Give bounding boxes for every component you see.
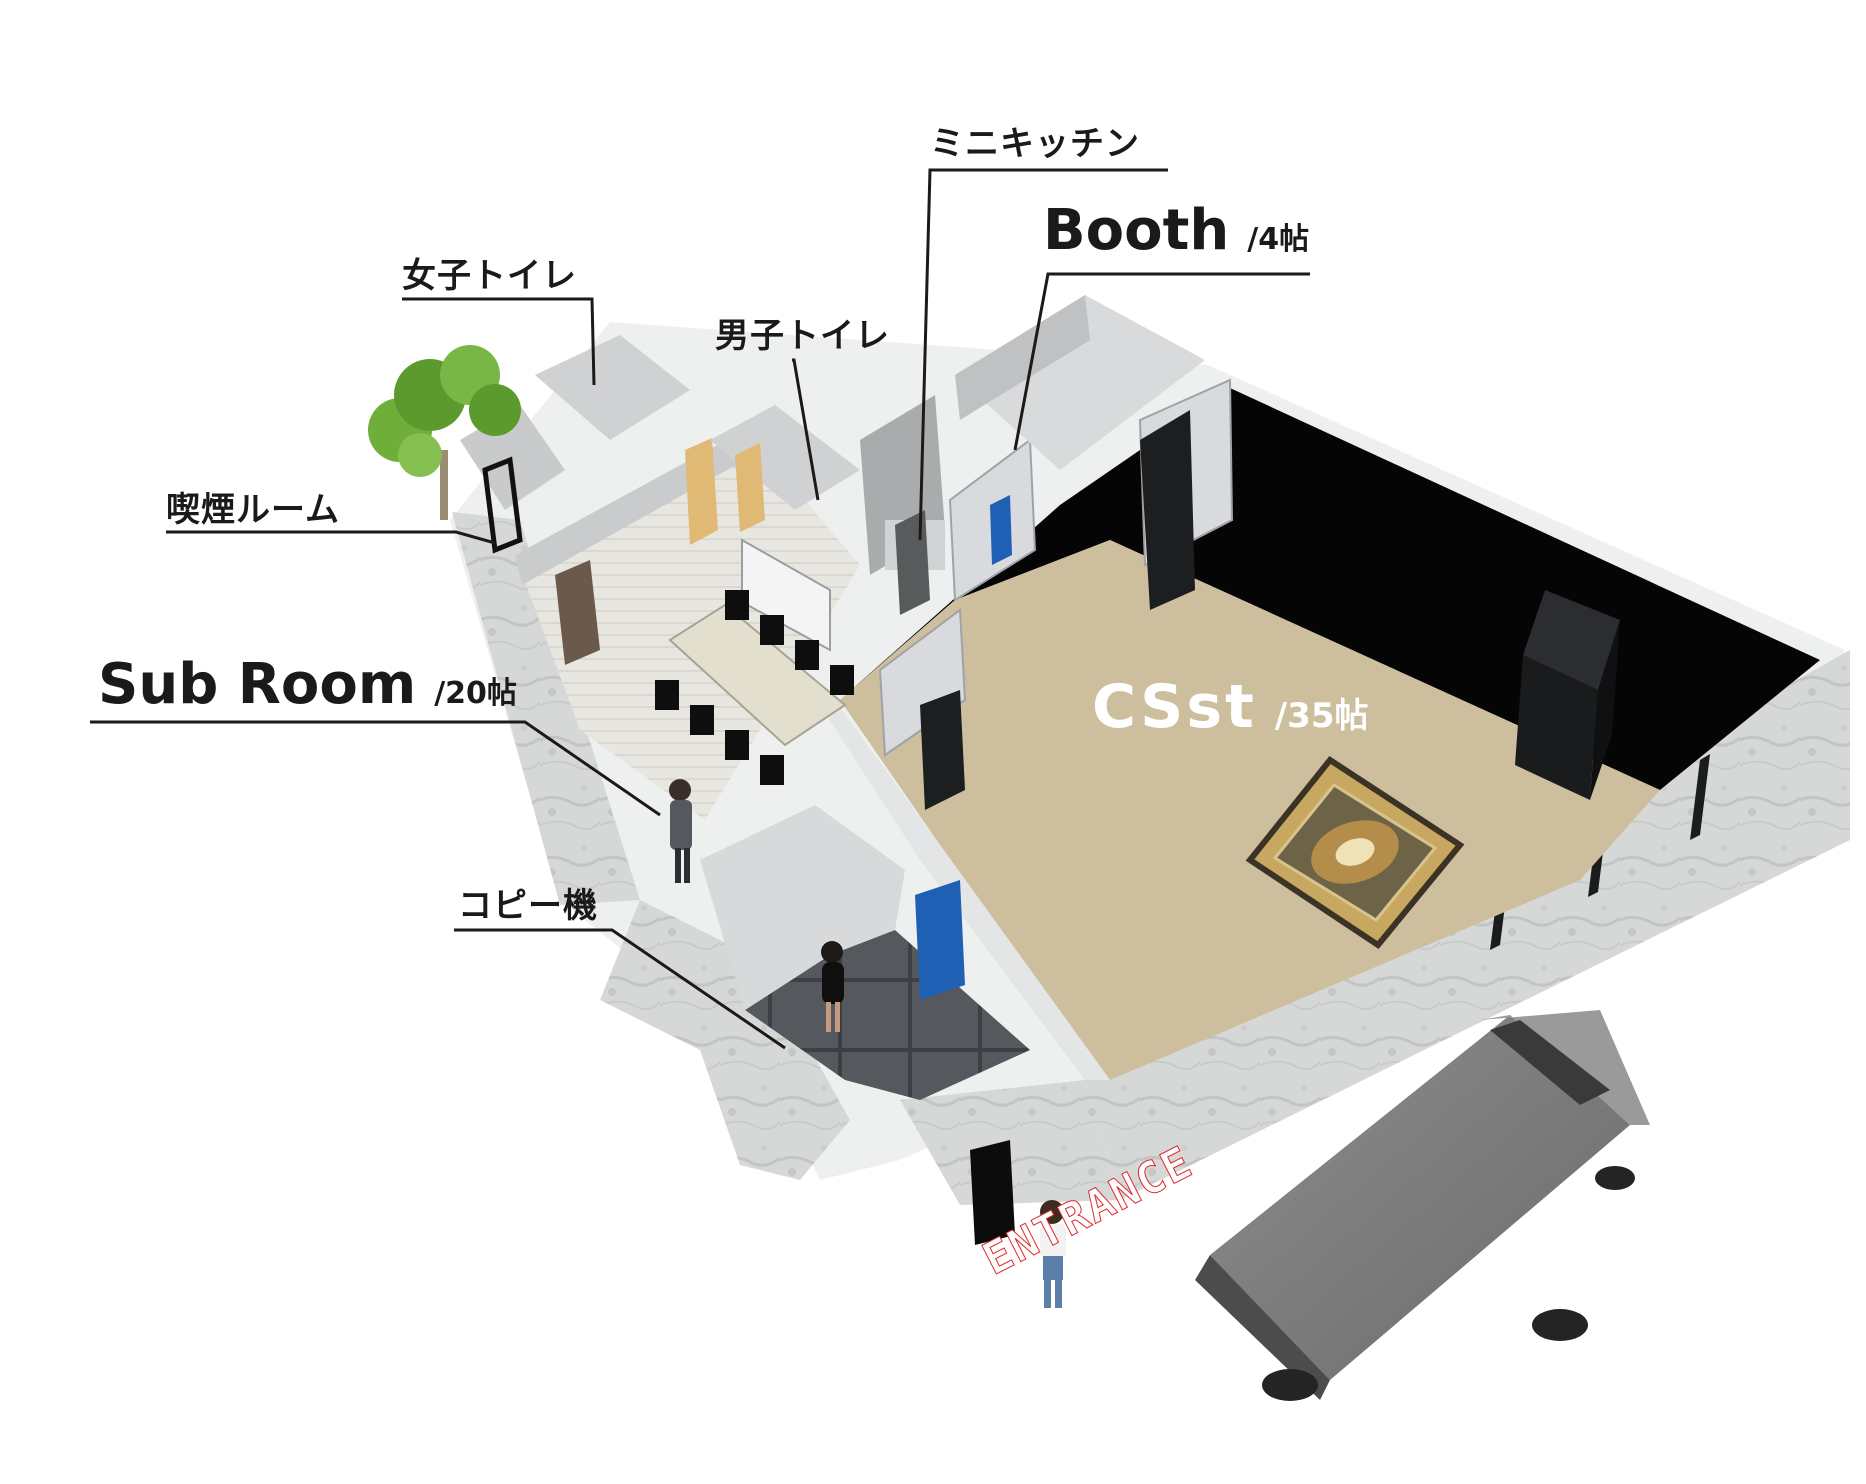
label-copier: コピー機 <box>458 886 598 926</box>
studio-name: CSst <box>1092 672 1257 742</box>
acoustic-panels <box>878 378 1234 810</box>
door-icon <box>735 443 765 532</box>
mens-toilet-room <box>710 405 860 510</box>
door-icon <box>685 438 718 545</box>
sub-room-name: Sub Room <box>98 652 417 717</box>
entrance-hall-floor <box>745 930 1030 1100</box>
exterior-wall-left <box>452 512 640 905</box>
label-sub-room: Sub Room/20帖 <box>98 652 517 717</box>
door-icon <box>555 560 600 665</box>
studio-size: /35帖 <box>1274 696 1369 736</box>
label-mini-kitchen: ミニキッチン <box>930 124 1140 164</box>
door-icon <box>915 880 965 1000</box>
rug-icon <box>1245 755 1465 949</box>
exterior-wall-front-left <box>600 900 850 1180</box>
entrance-hall-wall <box>700 805 905 1010</box>
person-icon <box>821 941 844 1032</box>
screen <box>741 538 831 652</box>
booth-name: Booth <box>1043 198 1230 263</box>
studio-floor <box>840 540 1660 1080</box>
leader-mini-kitchen <box>918 168 1168 541</box>
studio-left-wall <box>820 700 1110 1080</box>
plant-icon <box>368 345 521 520</box>
booth-wall <box>955 295 1090 420</box>
label-mens-toilet: 男子トイレ <box>715 316 890 356</box>
van-icon <box>1195 1010 1650 1401</box>
smoking-room-glass <box>482 456 523 554</box>
person-icon <box>1040 1200 1066 1308</box>
leader-mens-toilet <box>792 358 820 501</box>
booth-size: /4帖 <box>1247 222 1310 257</box>
person-icon <box>669 779 692 883</box>
leader-sub-room <box>90 720 661 817</box>
label-smoking-room: 喫煙ルーム <box>166 490 340 530</box>
booth-door <box>990 495 1012 565</box>
speaker-icon <box>1515 590 1620 800</box>
leader-womens-toilet <box>402 297 596 386</box>
leader-booth <box>1013 272 1310 451</box>
leader-smoking-room <box>166 530 496 545</box>
label-booth: Booth/4帖 <box>1043 198 1309 263</box>
table-icon <box>655 590 854 785</box>
entrance-door <box>970 1140 1015 1245</box>
label-studio: CSst/35帖 <box>1092 672 1369 742</box>
leader-lines <box>90 168 1310 1050</box>
womens-toilet-room <box>535 335 690 440</box>
sub-room-size: /20帖 <box>434 676 517 711</box>
leader-copier <box>454 928 786 1050</box>
label-womens-toilet: 女子トイレ <box>402 256 577 296</box>
